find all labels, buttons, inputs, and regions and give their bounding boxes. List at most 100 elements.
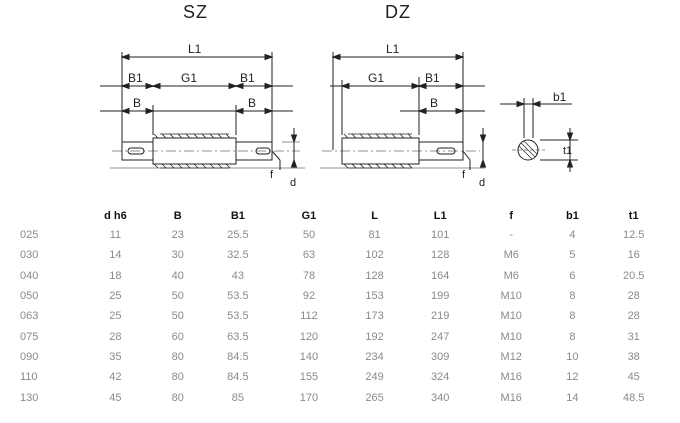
table-cell: 23 bbox=[171, 229, 184, 242]
column-header: f bbox=[509, 210, 514, 222]
table-cell: 50 bbox=[171, 290, 184, 303]
table-cell: 45 bbox=[627, 371, 640, 384]
table-cell: 309 bbox=[431, 350, 450, 363]
table-cell: 28 bbox=[627, 290, 640, 303]
table-cell: 324 bbox=[431, 371, 450, 384]
table-cell: 128 bbox=[431, 249, 450, 262]
table-cell: 31 bbox=[627, 330, 640, 343]
table-cell: 4 bbox=[569, 229, 576, 242]
sz-b-right-label: B bbox=[248, 96, 256, 110]
table-cell: 234 bbox=[365, 350, 384, 363]
table-cell: 101 bbox=[431, 229, 450, 242]
sz-l1-label: L1 bbox=[188, 42, 202, 56]
table-cell: - bbox=[509, 229, 514, 242]
size-cell: 075 bbox=[20, 330, 39, 343]
table-cell: 32.5 bbox=[227, 249, 249, 262]
table-cell: 8 bbox=[569, 310, 576, 323]
dz-drawing bbox=[320, 52, 487, 170]
sz-b1-right-label: B1 bbox=[240, 71, 255, 85]
column-header: G1 bbox=[301, 210, 317, 222]
column-header: t1 bbox=[628, 210, 639, 222]
table-cell: 80 bbox=[171, 371, 184, 384]
sz-b1-left-label: B1 bbox=[128, 71, 143, 85]
size-cell: 025 bbox=[20, 229, 39, 242]
table-cell: 153 bbox=[365, 290, 384, 303]
sz-d-label: d bbox=[290, 177, 296, 189]
table-cell: 18 bbox=[109, 269, 122, 282]
table-cell: 249 bbox=[365, 371, 384, 384]
dz-b-label: B bbox=[430, 96, 438, 110]
size-cell: 090 bbox=[20, 350, 39, 363]
table-cell: 81 bbox=[368, 229, 381, 242]
table-cell: 16 bbox=[627, 249, 640, 262]
dz-f-label: f bbox=[462, 169, 466, 181]
dz-title: DZ bbox=[385, 2, 411, 22]
table-cell: 84.5 bbox=[227, 350, 249, 363]
table-cell: 30 bbox=[171, 249, 184, 262]
table-cell: M10 bbox=[500, 330, 522, 343]
table-cell: 340 bbox=[431, 391, 450, 404]
table-cell: 40 bbox=[171, 269, 184, 282]
table-cell: 42 bbox=[109, 371, 122, 384]
table-cell: 6 bbox=[569, 269, 576, 282]
size-cell: 063 bbox=[20, 310, 39, 323]
table-cell: 11 bbox=[109, 229, 122, 242]
table-cell: M6 bbox=[503, 269, 519, 282]
table-cell: M16 bbox=[500, 371, 522, 384]
dz-d-label: d bbox=[479, 177, 485, 189]
table-cell: 92 bbox=[302, 290, 316, 303]
column-header: d h6 bbox=[104, 210, 127, 222]
table-cell: 14 bbox=[566, 391, 579, 404]
table-cell: 80 bbox=[171, 391, 184, 404]
table-cell: 219 bbox=[431, 310, 450, 323]
table-cell: 48.5 bbox=[622, 391, 645, 404]
dz-b1-label: B1 bbox=[425, 71, 440, 85]
table-cell: M10 bbox=[500, 310, 522, 323]
table-cell: 50 bbox=[302, 229, 316, 242]
column-header-size bbox=[8, 207, 75, 225]
table-cell: 60 bbox=[171, 330, 184, 343]
table-cell: 28 bbox=[627, 310, 640, 323]
table-cell: 155 bbox=[299, 371, 319, 384]
table-cell: M16 bbox=[500, 391, 522, 404]
table-cell: 53.5 bbox=[227, 290, 249, 303]
dz-g1-label: G1 bbox=[368, 71, 384, 85]
table-cell: 25 bbox=[109, 310, 122, 323]
table-cell: 63.5 bbox=[227, 330, 249, 343]
table-cell: 247 bbox=[431, 330, 450, 343]
table-cell: 14 bbox=[109, 249, 122, 262]
table-cell: 10 bbox=[566, 350, 579, 363]
sz-drawing bbox=[100, 52, 305, 170]
table-cell: 170 bbox=[299, 391, 319, 404]
sz-b-left-label: B bbox=[133, 96, 141, 110]
column-header: b1 bbox=[566, 210, 579, 222]
table-cell: 12.5 bbox=[622, 229, 645, 242]
column-header: L1 bbox=[433, 210, 447, 222]
size-cell: 050 bbox=[20, 290, 39, 303]
size-cell: 030 bbox=[20, 249, 39, 262]
table-cell: 20.5 bbox=[622, 269, 645, 282]
table-cell: 8 bbox=[569, 330, 576, 343]
column-header: L bbox=[371, 210, 378, 222]
table-cell: 12 bbox=[566, 371, 579, 384]
table-cell: M6 bbox=[503, 249, 519, 262]
size-cell: 040 bbox=[20, 269, 39, 282]
sz-f-label: f bbox=[270, 169, 274, 181]
table-cell: 53.5 bbox=[227, 310, 249, 323]
table-cell: 8 bbox=[569, 290, 576, 303]
column-header: B bbox=[173, 210, 182, 222]
table-cell: M10 bbox=[500, 290, 522, 303]
table-cell: 35 bbox=[109, 350, 122, 363]
table-cell: 25 bbox=[109, 290, 122, 303]
